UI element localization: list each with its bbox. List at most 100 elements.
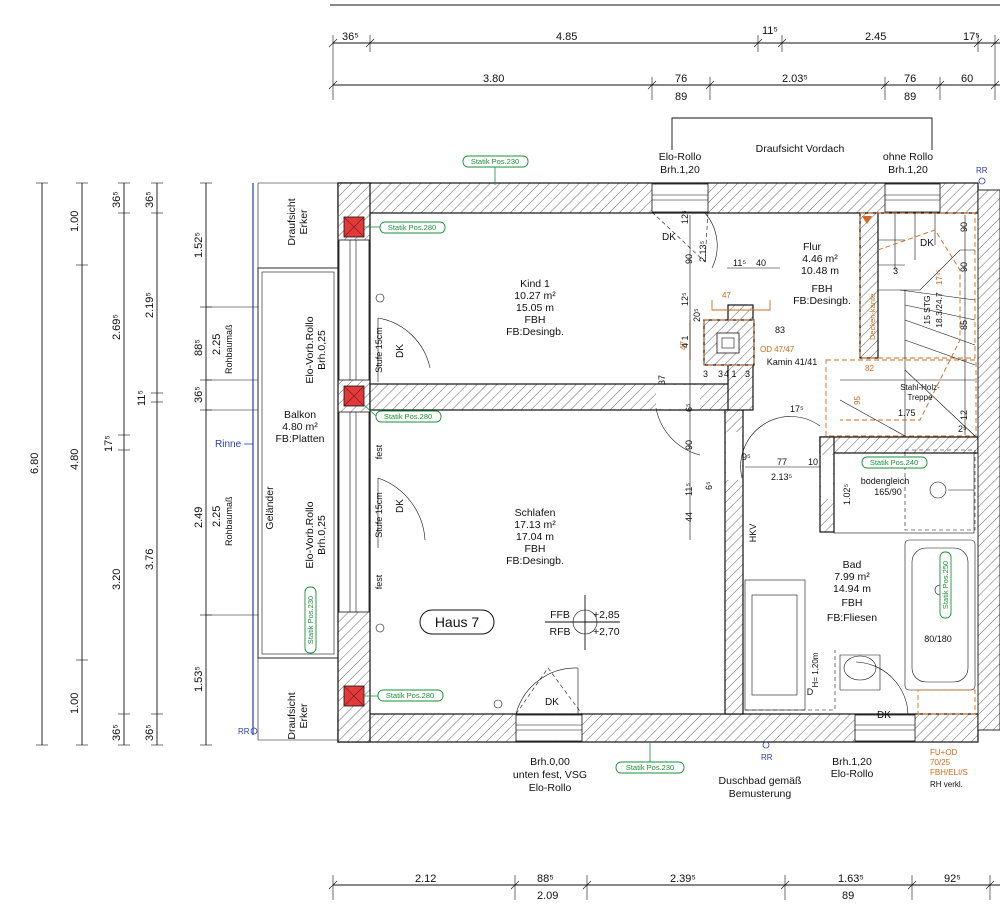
fu-od-spec: FBH/ELI/S [930, 768, 968, 777]
schlafen-area: 17.13 m² [514, 519, 556, 531]
statik-280-b: Statik Pos.280 [384, 412, 432, 421]
wc-height: H= 1,20m [811, 652, 820, 687]
rh-verkl: RH verkl. [930, 780, 963, 789]
idim-3c: 3 [745, 369, 750, 379]
ffb-value: +2,85 [593, 609, 620, 621]
idim-2135a: 2.13⁵ [771, 472, 793, 482]
top-dim-8: 2.03⁵ [782, 73, 808, 85]
ffb-label: FFB [550, 609, 570, 621]
dk-bottom: DK [545, 697, 559, 708]
idim-115: 11⁵ [733, 258, 746, 268]
idim-83: 83 [775, 325, 785, 335]
treppe-label-1: Stahl-Holz- [900, 383, 940, 392]
bottom-right-brh: Brh.1,20 [832, 756, 872, 768]
idim-90d: 90 [959, 262, 969, 272]
idim-1025: 1.02⁵ [842, 483, 852, 505]
ohne-rollo: ohne Rollo [883, 151, 933, 163]
haus-label: Haus 7 [435, 614, 480, 630]
od-dim-47b: 47 [679, 341, 688, 350]
idim-175: 17⁵ [790, 404, 804, 414]
idim-82: 82 [865, 364, 874, 373]
idim-65a: 6⁵ [684, 403, 694, 412]
idim-65b: 6⁵ [704, 481, 714, 490]
idim-41b: 4 1 [724, 369, 737, 379]
bodengleich-label: bodengleich [861, 476, 910, 486]
left-dim-c4-1: 36⁵ [144, 191, 156, 208]
level-marker: FFB RFB +2,85 +2,70 [545, 595, 620, 650]
treppe-label-2: Treppe [907, 393, 933, 402]
balkon-area: 4.80 m² [282, 421, 318, 433]
hkv-label: HKV [748, 524, 758, 543]
left-dim-c5-1: 1.52⁵ [193, 232, 205, 258]
od-dim-47a: 47 [722, 291, 731, 300]
dk-kind: DK [395, 344, 406, 358]
top-dim-6: 3.80 [483, 73, 504, 85]
draufsicht-erker-top-2: Erker [298, 209, 310, 235]
dk-schlafen: DK [395, 499, 406, 513]
bottom-left-rollo: Elo-Rollo [529, 782, 572, 794]
left-dim-c5-4: 2.49 [193, 507, 205, 528]
top-dim-9: 76 [904, 73, 916, 85]
elo-vorb-rollo-2b: Brh.0,25 [316, 515, 328, 555]
flur-perimeter: 10.48 m [801, 265, 839, 277]
statik-230-bottom: Statik Pos.230 [626, 763, 674, 772]
rr-label-top: RR [976, 166, 988, 175]
ohne-rollo-brh: Brh.1,20 [888, 164, 928, 176]
bottom-dim-7: 89 [842, 890, 854, 902]
bad-floor: FB:Fliesen [827, 612, 877, 624]
bottom-left-brh: Brh.0,00 [530, 756, 570, 768]
left-dim-c5-2: 88⁵ [193, 339, 205, 356]
left-dimension-chains: 6.80 1.00 4.80 1.00 36⁵ 2.69⁵ 17⁵ 3.20 3… [29, 182, 258, 746]
statik-280-c: Statik Pos.280 [386, 691, 434, 700]
bottom-dim-5: 92⁵ [944, 873, 961, 885]
idim-85: 85 [959, 320, 969, 330]
rinne-label: Rinne [215, 439, 242, 450]
stg-label: 15 STG [922, 295, 932, 324]
left-dim-rohbau-1: 2.25 [211, 334, 223, 355]
idim-90a: 90 [684, 254, 694, 264]
bottom-dim-1: 2.12 [415, 873, 436, 885]
left-dim-c2-1: 1.00 [69, 211, 81, 232]
idim-12: 12 [959, 410, 969, 420]
od-label: OD 47/47 [760, 345, 795, 354]
bad-dk-label: DK [877, 710, 891, 721]
wanne-size: 80/180 [924, 634, 952, 644]
elo-vorb-rollo-1: Elo-Vorb.Rollo [304, 316, 316, 383]
idim-37: 37 [657, 375, 667, 385]
stufe-2: Stufe 15cm [374, 492, 384, 538]
bottom-dim-2: 88⁵ [537, 873, 554, 885]
top-dim-4: 2.45 [865, 31, 886, 43]
idim-175b: 1.75 [898, 408, 916, 418]
bottom-left-fest: unten fest, VSG [513, 769, 587, 781]
idim-44: 44 [684, 512, 694, 522]
top-dim-3: 11⁵ [762, 25, 778, 37]
draufsicht-erker-bottom-2: Erker [298, 703, 310, 729]
left-dim-c4-3: 11⁵ [136, 390, 148, 406]
kind-perimeter: 15.05 m [516, 302, 554, 314]
flur-floor: FB:Desingb. [793, 295, 851, 307]
schlafen-floor: FB:Desingb. [506, 555, 564, 567]
elo-vorb-rollo-1b: Brh.0,25 [316, 330, 328, 370]
bottom-dimension-chains: 2.12 88⁵ 2.39⁵ 1.63⁵ 92⁵ 2.09 89 [328, 873, 1000, 902]
kind-heating: FBH [525, 314, 546, 326]
left-dim-rohbau-2: Rohbaumaß [224, 324, 234, 374]
idim-205: 20⁵ [692, 308, 702, 322]
kind-floor: FB:Desingb. [506, 326, 564, 338]
statik-230-left: Statik Pos.230 [306, 596, 315, 644]
schlafen-perimeter: 17.04 m [516, 531, 554, 543]
left-dim-c4-2: 2.19⁵ [144, 292, 156, 318]
left-dim-c5-3: 36⁵ [193, 386, 205, 403]
top-dim-12: 89 [904, 91, 916, 103]
balcony: Balkon 4.80 m² FB:Platten Geländer Elo-V… [215, 182, 339, 741]
flur-heating: FBH [812, 283, 833, 295]
idim-95b: 95 [853, 396, 862, 405]
idim-115b: 11⁵ [684, 483, 694, 496]
bottom-dim-4: 1.63⁵ [838, 873, 864, 885]
statik-240: Statik Pos.240 [870, 458, 918, 467]
idim-125a: 12⁵ [680, 210, 690, 224]
left-dim-rohbau-3: 2.25 [211, 506, 223, 527]
idim-10: 10 [808, 457, 818, 467]
top-dim-7: 76 [675, 73, 687, 85]
idim-90b: 90 [684, 440, 694, 450]
left-dim-c3-1: 36⁵ [111, 191, 123, 208]
